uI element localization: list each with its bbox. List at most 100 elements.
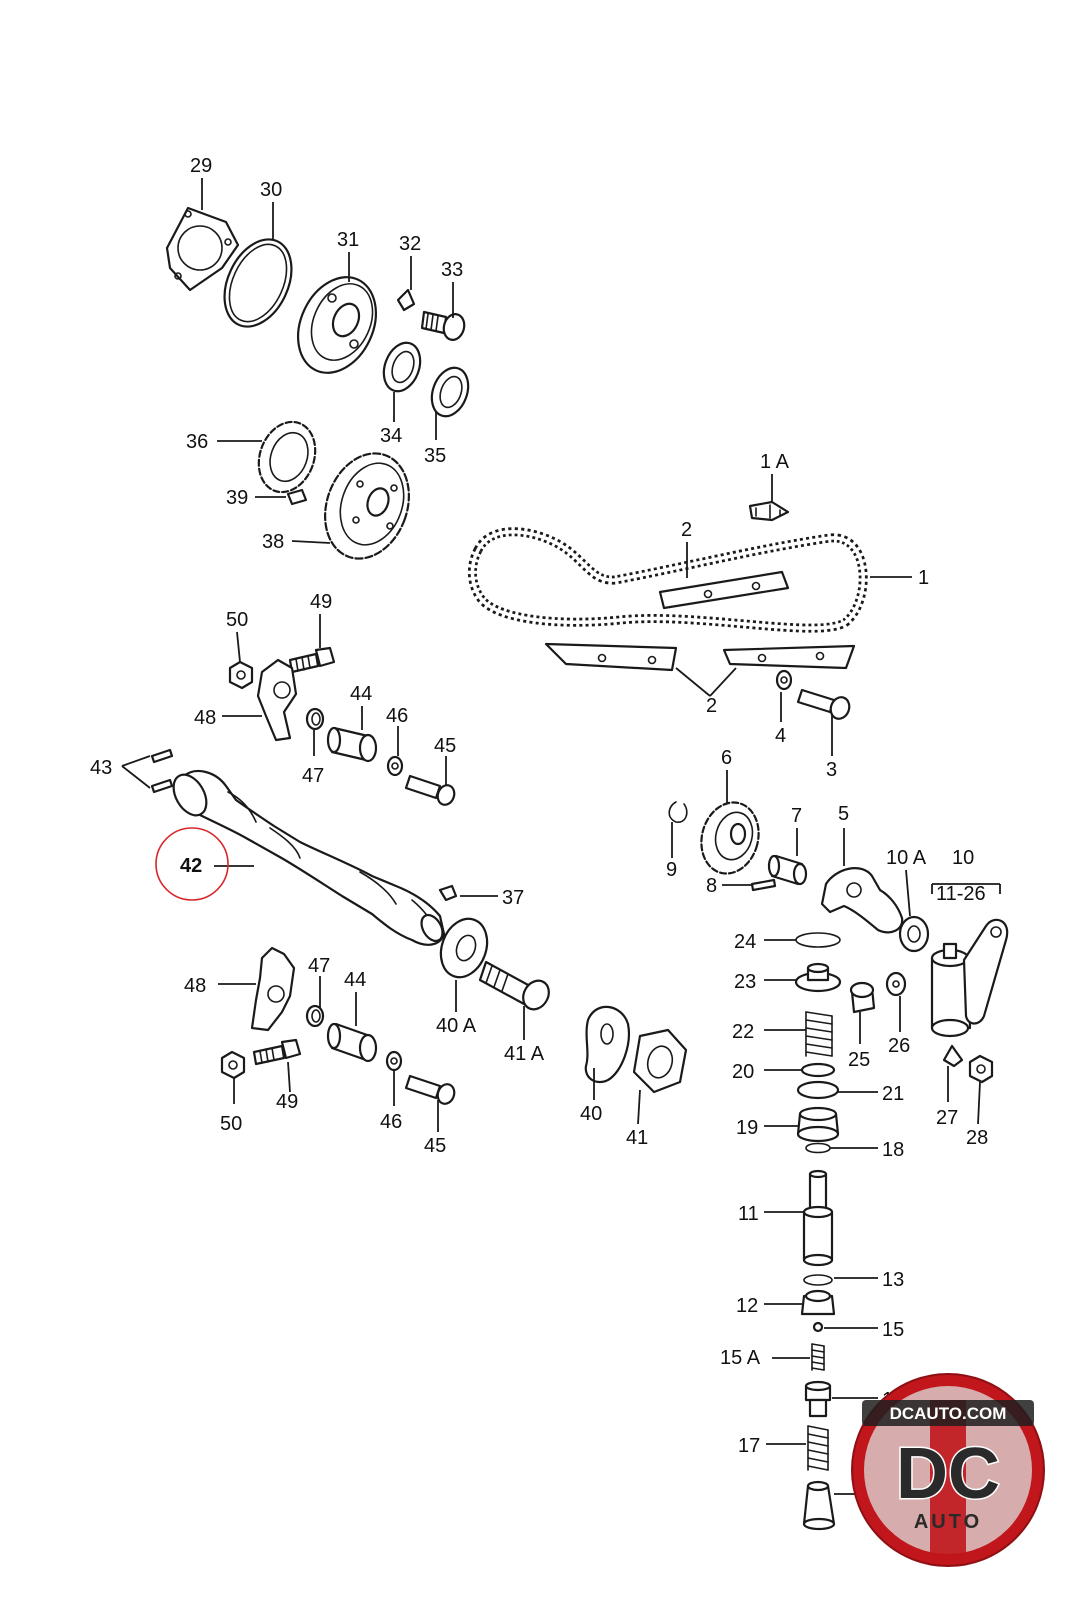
part-24-snap-ring <box>795 932 841 948</box>
part-30-o-ring <box>223 238 293 328</box>
part-40-lock-plate <box>584 1005 630 1084</box>
callout-44-lower: 44 <box>344 969 366 991</box>
callout-2-lower: 2 <box>706 695 717 717</box>
callout-15: 15 <box>882 1319 904 1341</box>
callout-46-upper: 46 <box>386 705 408 727</box>
part-40A-washer <box>439 917 489 979</box>
part-20-ring <box>800 1062 836 1078</box>
callout-43: 43 <box>90 757 112 779</box>
callout-50-upper: 50 <box>226 609 248 631</box>
part-48-rocker-arm-upper <box>256 658 298 742</box>
callout-1: 1 <box>918 567 929 589</box>
callout-50-lower: 50 <box>220 1113 242 1135</box>
callout-2-upper: 2 <box>681 519 692 541</box>
part-49-screw-lower <box>252 1038 302 1066</box>
part-21-ring <box>796 1080 840 1100</box>
callout-12: 12 <box>736 1295 758 1317</box>
part-22-spring <box>805 1011 833 1057</box>
callout-15A: 15 A <box>720 1347 761 1369</box>
part-48-rocker-arm-lower <box>250 946 296 1032</box>
callout-44-upper: 44 <box>350 683 372 705</box>
part-26-washer <box>885 971 907 997</box>
callout-41A: 41 A <box>504 1043 545 1065</box>
callout-40A: 40 A <box>436 1015 477 1037</box>
leader-lines <box>121 178 1001 1495</box>
part-1A-chain-link <box>748 500 790 522</box>
part-45-screw-upper <box>404 774 456 806</box>
part-25-bolt <box>849 981 876 1014</box>
dcauto-logo-mark: DC <box>896 1434 1000 1514</box>
callout-3: 3 <box>826 759 837 781</box>
callout-20: 20 <box>732 1061 754 1083</box>
part-28-nut <box>968 1054 994 1084</box>
dcauto-logo-sub: AUTO <box>914 1511 982 1533</box>
part-2-guide-rail-right <box>722 644 856 670</box>
part-15-ball <box>812 1321 824 1333</box>
part-44-shaft-lower <box>326 1022 378 1063</box>
part-17-spring <box>807 1425 829 1471</box>
callout-31: 31 <box>337 229 359 251</box>
callout-40: 40 <box>580 1103 602 1125</box>
part-45-screw-lower <box>404 1074 456 1105</box>
part-50-nut-lower <box>220 1050 246 1080</box>
callout-19: 19 <box>736 1117 758 1139</box>
part-31-flange <box>297 276 377 374</box>
part-50-nut-upper <box>228 660 254 690</box>
callout-39: 39 <box>226 487 248 509</box>
part-14-valve <box>804 1380 832 1418</box>
callout-49-upper: 49 <box>310 591 332 613</box>
callout-33: 33 <box>441 259 463 281</box>
callout-5: 5 <box>838 803 849 825</box>
callout-49-lower: 49 <box>276 1091 298 1113</box>
part-43-pins <box>150 748 174 794</box>
part-47-bushing-upper <box>305 707 325 731</box>
part-2-guide-rail-left <box>544 642 678 672</box>
part-49-screw-upper <box>288 646 336 674</box>
part-8-pin-small <box>750 878 777 892</box>
part-44-shaft-upper <box>326 726 378 763</box>
callout-48-lower: 48 <box>184 975 206 997</box>
part-19-piston <box>796 1106 840 1143</box>
part-3-bolt <box>796 688 851 720</box>
part-10A-washer <box>898 915 930 953</box>
part-46-washer-lower <box>385 1050 403 1072</box>
callout-17: 17 <box>738 1435 760 1457</box>
callout-47-lower: 47 <box>308 955 330 977</box>
callout-11-26: 11-26 <box>936 883 986 905</box>
part-15A-spring <box>811 1343 825 1371</box>
dcauto-logo: DCAUTO.COM DC AUTO <box>851 1373 1045 1567</box>
part-33-bolt <box>420 310 466 341</box>
callout-28: 28 <box>966 1127 988 1149</box>
callout-10A: 10 A <box>886 847 927 869</box>
callout-47-upper: 47 <box>302 765 324 787</box>
callout-10: 10 <box>952 847 974 869</box>
callout-22: 22 <box>732 1021 754 1043</box>
part-37-key <box>438 884 458 902</box>
callout-21: 21 <box>882 1083 904 1105</box>
callout-45-lower: 45 <box>424 1135 446 1157</box>
callout-8: 8 <box>706 875 717 897</box>
callout-26: 26 <box>888 1035 910 1057</box>
part-23-cap <box>794 962 842 993</box>
callout-1A: 1 A <box>760 451 790 473</box>
part-46-washer-upper <box>386 755 404 777</box>
part-41-nut <box>632 1028 688 1094</box>
part-7-pin <box>767 854 808 886</box>
callout-48-upper: 48 <box>194 707 216 729</box>
callout-36: 36 <box>186 431 208 453</box>
callout-34: 34 <box>380 425 402 447</box>
callout-11: 11 <box>738 1203 759 1225</box>
callout-25: 25 <box>848 1049 870 1071</box>
part-13-o-ring <box>803 1274 833 1286</box>
callout-23: 23 <box>734 971 756 993</box>
callout-labels: 29 30 31 32 33 34 35 36 39 38 1 A 2 1 2 … <box>90 155 988 1507</box>
part-42-highlight-circle <box>155 827 229 901</box>
part-6-idler-sprocket <box>700 801 760 875</box>
part-39-pin <box>286 488 308 506</box>
callout-30: 30 <box>260 179 282 201</box>
callout-13: 13 <box>882 1269 904 1291</box>
callout-9: 9 <box>666 859 677 881</box>
part-16-housing <box>802 1480 836 1531</box>
callout-42: 42 <box>180 855 202 877</box>
part-38-sprocket <box>324 452 410 560</box>
